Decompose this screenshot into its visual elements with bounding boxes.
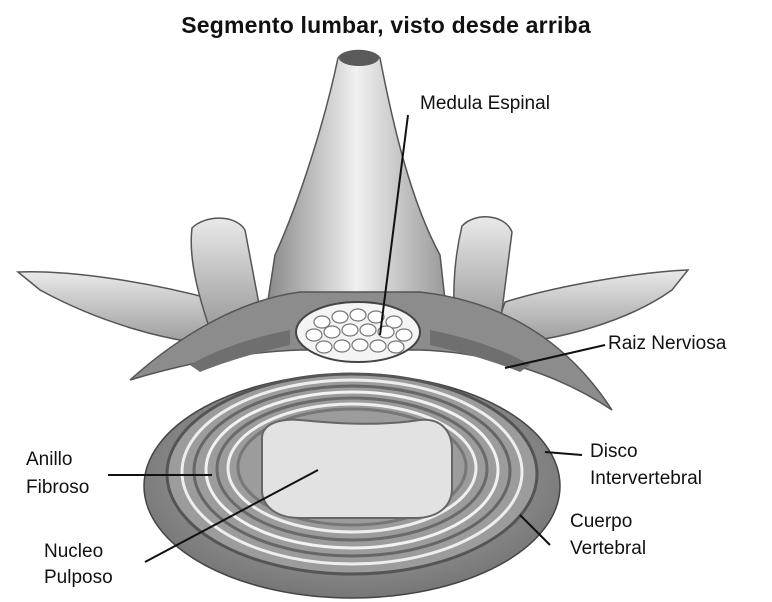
label-raiz-nerviosa: Raiz Nerviosa: [608, 332, 726, 356]
spinous-process: [268, 51, 445, 301]
spinous-tip: [339, 50, 379, 66]
label-medula-espinal: Medula Espinal: [420, 92, 550, 116]
label-vertebral: Vertebral: [570, 537, 646, 561]
label-disco: Disco: [590, 440, 638, 464]
label-pulposo: Pulposo: [44, 566, 113, 590]
nucleus-pulposus: [262, 420, 452, 518]
label-intervertebral: Intervertebral: [590, 467, 702, 491]
label-nucleo: Nucleo: [44, 540, 103, 564]
label-anillo: Anillo: [26, 448, 72, 472]
label-fibroso: Fibroso: [26, 476, 89, 500]
label-cuerpo: Cuerpo: [570, 510, 632, 534]
diagram-title: Segmento lumbar, visto desde arriba: [0, 12, 772, 39]
